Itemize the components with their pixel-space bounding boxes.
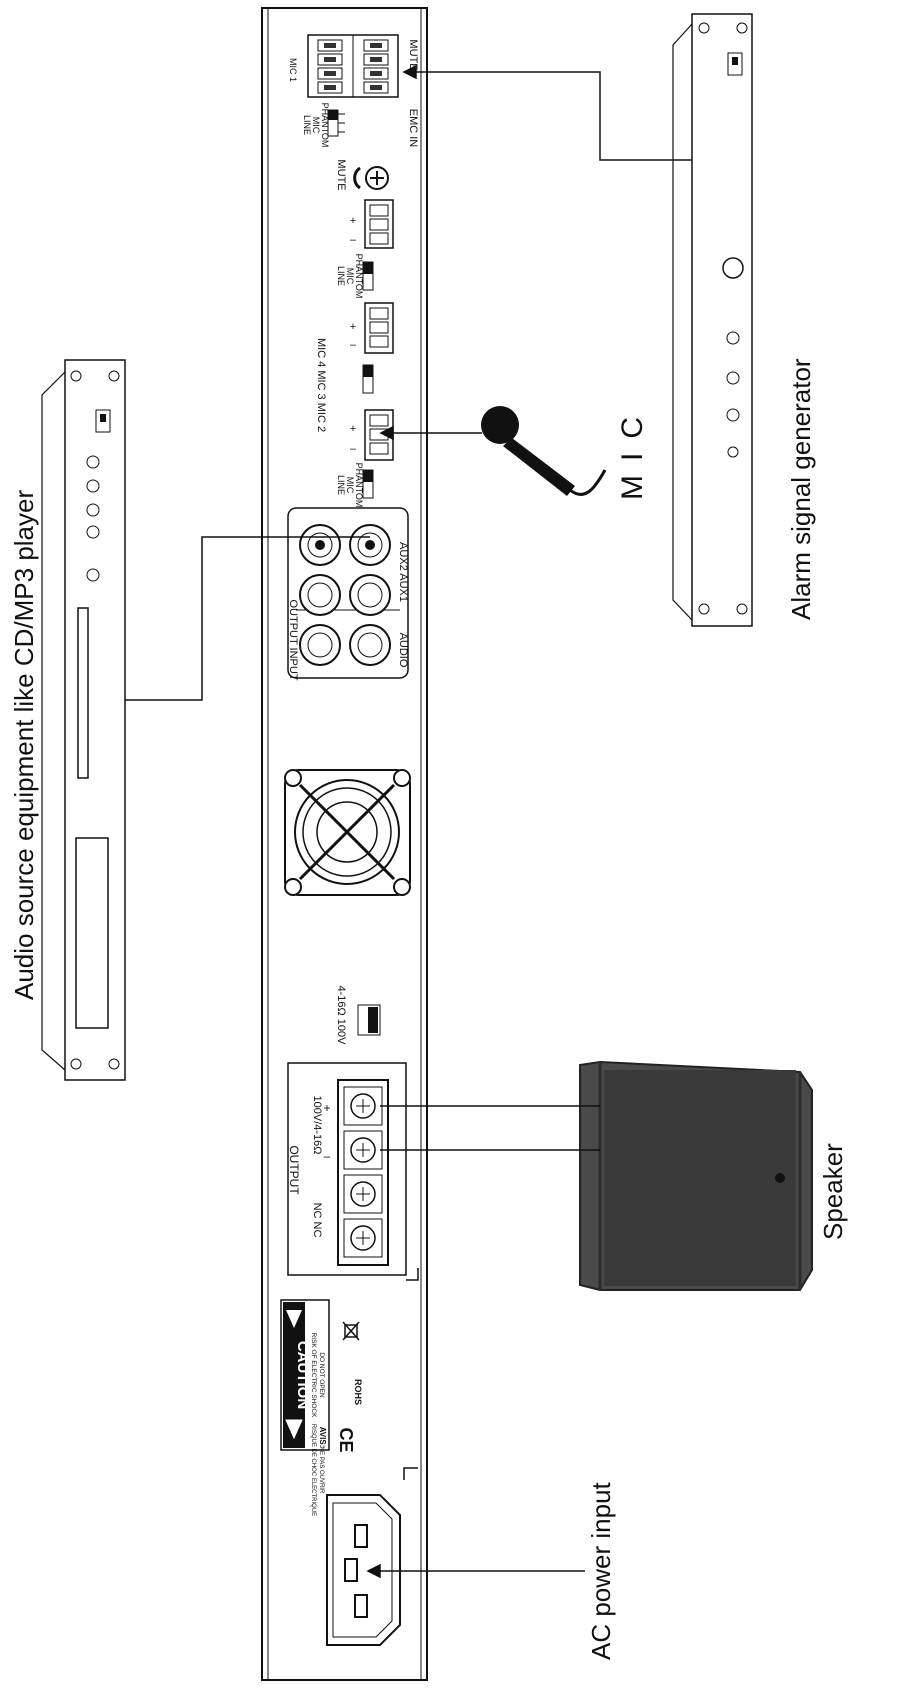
output-input-label: OUTPUT INPUT — [287, 599, 299, 680]
mic1-emc-terminal-block: MIC 1 EMC IN MUTE — [288, 34, 419, 148]
rca-output-right-jack — [299, 624, 341, 666]
terminal-screw-minus — [343, 1130, 383, 1170]
emc-in-label: EMC IN — [407, 109, 419, 148]
mic2-phantom-label: PHANTOM — [354, 463, 364, 508]
rca-aux1-right-jack — [299, 524, 341, 566]
output-minus: – — [324, 1149, 331, 1163]
mic1-mic-label: MIC — [311, 117, 321, 134]
speaker-cabinet — [579, 1060, 813, 1291]
avis-line2: NE PAS OUVRIR — [318, 1447, 324, 1494]
terminal-screw-nc2 — [343, 1218, 383, 1258]
nc-label: NC NC — [311, 1203, 323, 1238]
rca-aux2-right-jack — [299, 574, 341, 616]
microphone-icon — [481, 406, 607, 496]
audio-source-label: Audio source equipment like CD/MP3 playe… — [9, 490, 39, 1000]
mic4-phantom-label: PHANTOM — [354, 254, 364, 299]
terminal-screw-plus — [343, 1086, 383, 1126]
mic1-phantom-label: PHANTOM — [320, 103, 330, 148]
cooling-fan — [284, 769, 411, 896]
wire-speaker — [380, 1105, 600, 1151]
wire-alarm-generator — [402, 64, 692, 161]
mic1-input-switch: LINE MIC PHANTOM — [302, 103, 345, 148]
mute-knob: MUTE — [335, 159, 389, 191]
weee-bin-icon — [342, 1321, 360, 1341]
wire-ac-power — [366, 1563, 585, 1579]
audio-label: AUDIO — [397, 633, 409, 668]
mic3-input-switch — [362, 364, 374, 394]
warning-triangle-icon — [285, 1419, 303, 1440]
rca-aux1-left-jack — [349, 524, 391, 566]
caution-title: CAUTION — [294, 1341, 311, 1409]
mic1-line-label: LINE — [302, 115, 312, 135]
speaker-label: Speaker — [818, 1143, 848, 1240]
rca-output-left-jack — [349, 624, 391, 666]
amplifier-rear-panel: MIC 1 EMC IN MUTE LINE MIC PHANTOM MUTE — [261, 7, 428, 1681]
mic4-mic-label: MIC — [345, 268, 355, 285]
output-spec-label: 100V/4-16Ω — [311, 1096, 323, 1155]
mic2-input-switch: LINE MIC PHANTOM — [336, 463, 374, 508]
wire-audio-source — [125, 536, 370, 701]
ce-mark: CE — [336, 1427, 356, 1452]
mic2-mic-label: MIC — [345, 477, 355, 494]
mic2-line-label: LINE — [336, 475, 346, 495]
rca-aux2-left-jack — [349, 574, 391, 616]
avis-label: AVIS: — [318, 1427, 327, 1448]
mic-channels-label: MIC 4 MIC 3 MIC 2 — [315, 338, 327, 432]
alarm-signal-generator-device — [672, 13, 753, 627]
mute-terminal-label: MUTE — [407, 39, 419, 70]
caution-label: CAUTION RISK OF ELECTRIC SHOCK DO NOT OP… — [280, 1299, 330, 1516]
cd-mp3-player-device — [41, 359, 126, 1081]
rohs-mark: ROHS — [353, 1379, 363, 1405]
mic2-minus: – — [350, 443, 357, 455]
mic3-minus: – — [350, 339, 357, 351]
warning-triangle-icon-2 — [286, 1310, 302, 1328]
impedance-selector-switch: 4-16Ω 100V — [335, 986, 381, 1046]
caution-line1: RISK OF ELECTRIC SHOCK — [310, 1333, 317, 1419]
mic3-plus: + — [350, 321, 356, 333]
mic1-label: MIC 1 — [288, 58, 298, 82]
ac-power-inlet — [326, 1494, 401, 1646]
mic-label: MIC — [616, 403, 649, 500]
speaker-output-block: OUTPUT 100V/4-16Ω NC NC + – — [287, 1062, 407, 1276]
mic4-minus: – — [350, 234, 357, 246]
output-label: OUTPUT — [287, 1145, 301, 1195]
ac-power-label: AC power input — [586, 1481, 616, 1660]
mic4-line-label: LINE — [336, 266, 346, 286]
alarm-generator-label: Alarm signal generator — [786, 358, 816, 620]
rca-audio-block: AUDIO AUX2 AUX1 OUTPUT INPUT — [287, 507, 409, 681]
mic3-terminal-block: + – — [350, 302, 394, 354]
impedance-switch-label: 4-16Ω 100V — [335, 986, 347, 1046]
mic4-input-switch: LINE MIC PHANTOM — [336, 254, 374, 299]
aux-label: AUX2 AUX1 — [397, 542, 409, 602]
mute-knob-label: MUTE — [335, 159, 347, 190]
mic4-terminal-block: + – — [350, 199, 394, 249]
avis-line1: RISQUE DE CHOC ELECTRIQUE — [310, 1424, 316, 1516]
terminal-screw-nc1 — [343, 1174, 383, 1214]
caution-line2: DO NOT OPEN — [318, 1352, 325, 1398]
output-plus: + — [323, 1101, 330, 1115]
mic2-plus: + — [350, 423, 356, 435]
mic4-plus: + — [350, 215, 356, 227]
wire-microphone — [379, 425, 482, 441]
